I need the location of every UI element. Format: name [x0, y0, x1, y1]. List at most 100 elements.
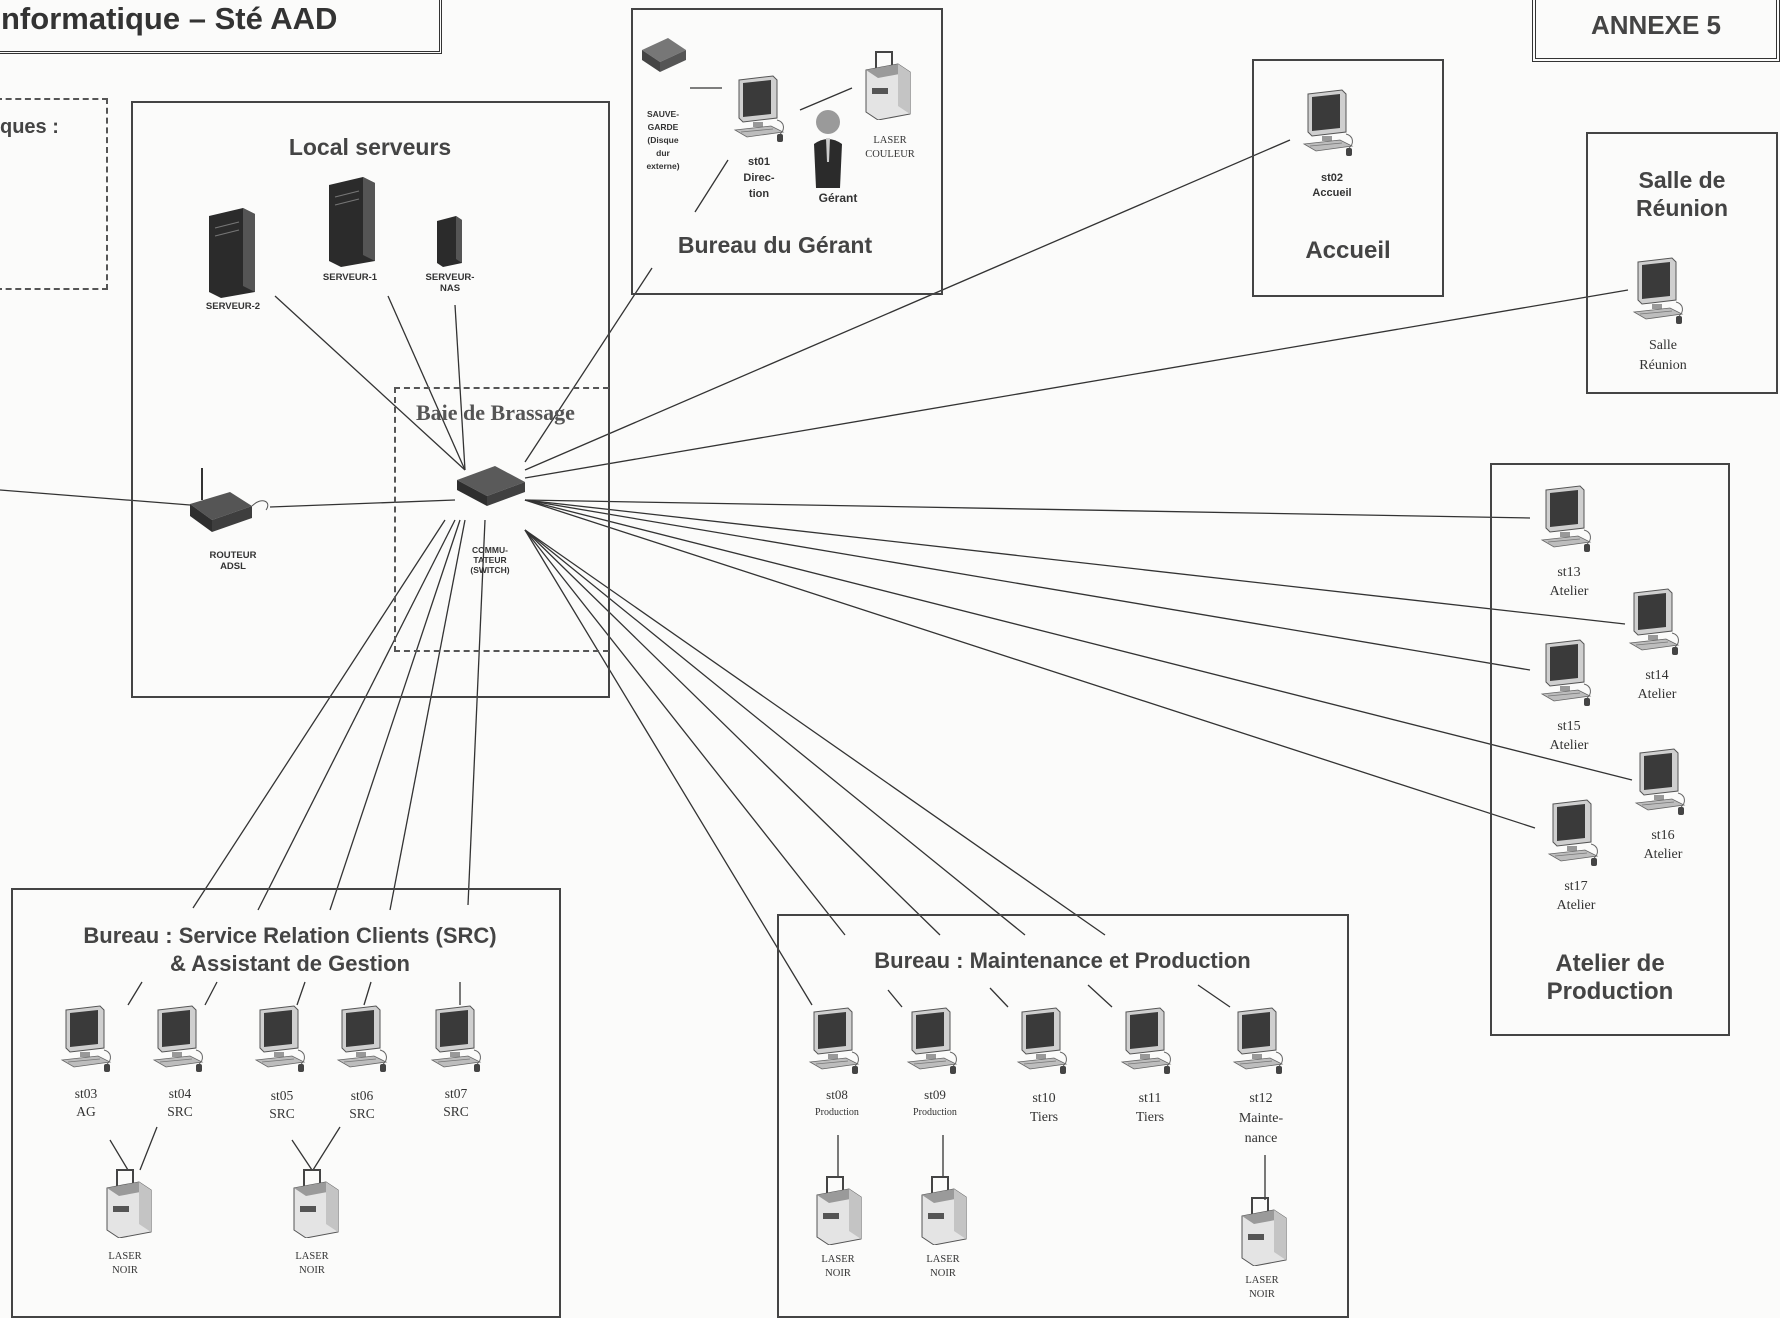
st11-computer-icon	[1120, 1006, 1174, 1076]
manager-person-icon	[810, 108, 846, 190]
zone-title-accueil: Accueil	[1305, 237, 1391, 264]
legend-box: ques :	[0, 98, 108, 290]
link-st17	[524, 499, 1536, 829]
server-1-icon	[323, 175, 379, 267]
st02-computer-icon	[1302, 88, 1356, 158]
zone-title-maintenance: Bureau : Maintenance et Production	[874, 948, 1251, 973]
st07-computer-icon	[430, 1004, 484, 1074]
st13-computer-icon	[1540, 484, 1594, 554]
link-st10	[524, 529, 941, 936]
legend-label: ques :	[0, 116, 59, 138]
zone-atelier-production	[1490, 463, 1730, 1036]
zone-title-gerant: Bureau du Gérant	[677, 232, 873, 258]
st06-computer-icon	[336, 1004, 390, 1074]
link-st03	[192, 519, 446, 909]
st08-computer-icon	[808, 1006, 862, 1076]
zone-accueil	[1252, 59, 1444, 297]
annex-label: ANNEXE 5	[1590, 10, 1722, 40]
link-st12	[524, 529, 1106, 936]
page-title: nformatique – Sté AAD	[1, 1, 338, 36]
link-salle	[524, 289, 1629, 479]
st03-computer-icon	[60, 1004, 114, 1074]
link-st14	[524, 499, 1626, 625]
st04-computer-icon	[152, 1004, 206, 1074]
maint-printer-1-icon	[813, 1175, 863, 1245]
zone-bureau-gerant	[631, 8, 943, 295]
zone-title-local-serveurs: Local serveurs	[288, 134, 452, 160]
st15-computer-icon	[1540, 638, 1594, 708]
st01-computer-icon	[733, 74, 787, 144]
link-st06	[389, 519, 466, 911]
link-st15	[524, 499, 1531, 671]
st10-computer-icon	[1016, 1006, 1070, 1076]
link-gerant	[524, 267, 653, 463]
server-nas-label: SERVEUR-NAS	[425, 272, 475, 294]
router-icon	[186, 466, 276, 536]
laser-couleur-printer-icon	[862, 50, 912, 120]
link-st02	[524, 139, 1291, 471]
annex-box: ANNEXE 5	[1532, 0, 1780, 62]
zone-title-src: Bureau : Service Relation Clients (SRC)&…	[83, 923, 497, 976]
src-printer-1-icon	[103, 1168, 153, 1238]
st16-computer-icon	[1634, 747, 1688, 817]
external-disk-icon	[640, 36, 688, 76]
switch-icon	[455, 460, 529, 508]
manager-label: Gérant	[818, 191, 858, 205]
server-2-label: SERVEUR-2	[205, 301, 261, 312]
header-title-box: nformatique – Sté AAD	[0, 0, 442, 54]
zone-baie-brassage	[394, 387, 609, 652]
link-st13	[524, 499, 1531, 519]
salle-computer-icon	[1632, 256, 1686, 326]
link-router	[269, 499, 456, 508]
link-st05	[329, 519, 461, 911]
switch-label: COMMU-TATEUR(SWITCH)	[470, 545, 510, 575]
zone-title-baie: Baie de Brassage	[416, 400, 575, 425]
server-2-icon	[203, 206, 259, 298]
st05-computer-icon	[254, 1004, 308, 1074]
link-st07	[467, 519, 486, 906]
server-1-label: SERVEUR-1	[322, 272, 378, 283]
zone-bureau-src	[11, 888, 561, 1318]
link-st08	[524, 529, 813, 1006]
link-internet	[0, 489, 191, 506]
src-printer-2-icon	[290, 1168, 340, 1238]
maint-printer-3-icon	[1238, 1196, 1288, 1266]
zone-salle-reunion	[1586, 132, 1778, 394]
server-nas-icon	[434, 215, 464, 267]
st14-computer-icon	[1628, 587, 1682, 657]
link-serveur2	[274, 295, 466, 471]
link-st09	[524, 529, 846, 936]
zone-bureau-maintenance	[777, 914, 1349, 1318]
st12-computer-icon	[1232, 1006, 1286, 1076]
link-st16	[524, 499, 1633, 781]
zone-local-serveurs	[131, 101, 610, 698]
